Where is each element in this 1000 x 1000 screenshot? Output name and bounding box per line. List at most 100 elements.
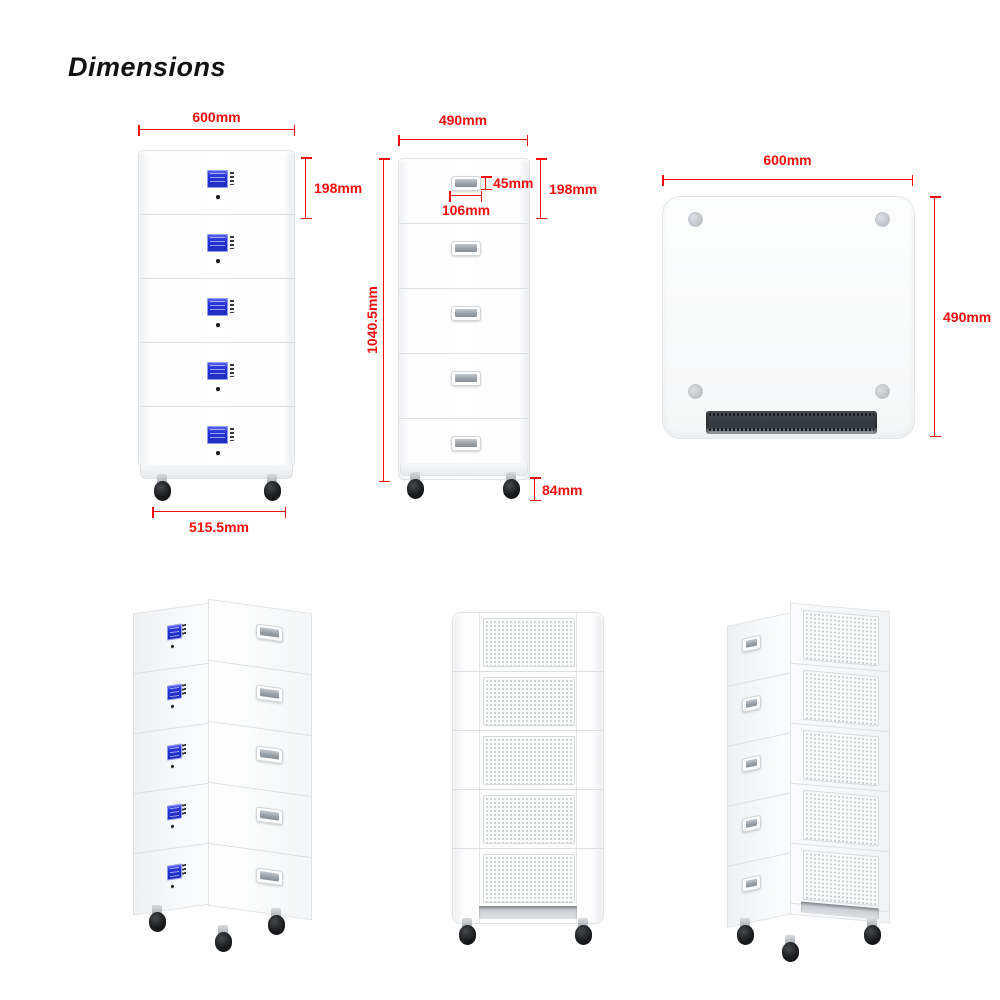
perforated-vent-panel: [803, 729, 879, 787]
battery-module: [134, 723, 209, 795]
perforated-vent-panel: [483, 618, 575, 667]
battery-module-rear: [453, 731, 603, 790]
dim-line-side-handle-height: [481, 176, 492, 190]
caster-wheel: [213, 925, 233, 952]
caster-wheel: [573, 918, 593, 945]
power-button: [171, 644, 174, 649]
power-button: [216, 323, 220, 327]
screw-hole: [688, 384, 703, 399]
power-button: [171, 824, 174, 829]
dim-line-front-width: [138, 125, 295, 136]
dim-label-side-total-height: 1040.5mm: [364, 286, 380, 354]
battery-module: [139, 343, 294, 407]
caster-wheel: [457, 918, 477, 945]
handle: [256, 684, 283, 704]
dim-label-front-width: 600mm: [192, 109, 241, 125]
battery-module-side: [728, 853, 791, 925]
perforated-vent-panel: [803, 609, 879, 667]
handle: [742, 694, 761, 713]
lcd-display: [207, 234, 228, 252]
iso-side-face: [727, 612, 792, 928]
caster-wheel: [780, 935, 800, 962]
led-indicator-strip: [182, 683, 186, 696]
battery-module: [134, 783, 209, 855]
handle: [451, 241, 481, 256]
lcd-display: [167, 803, 182, 821]
cabinet-base: [140, 465, 293, 479]
led-indicator-strip: [230, 428, 234, 441]
dim-label-front-module-height: 198mm: [314, 180, 363, 196]
dim-label-side-handle-height: 45mm: [493, 175, 534, 191]
side-rail: [576, 613, 577, 923]
power-button: [216, 451, 220, 455]
caster-wheel: [147, 905, 167, 932]
lcd-display: [167, 743, 182, 761]
led-indicator-strip: [230, 236, 234, 249]
screw-hole: [875, 384, 890, 399]
perforated-vent-panel: [483, 677, 575, 726]
battery-module-rear: [791, 663, 889, 733]
battery-module: [139, 151, 294, 215]
battery-module-side: [399, 354, 529, 419]
dim-line-top-depth: [930, 196, 941, 437]
power-button: [171, 704, 174, 709]
lcd-display: [207, 170, 228, 188]
battery-module: [139, 215, 294, 279]
base-recess: [479, 906, 577, 919]
dim-label-top-depth: 490mm: [943, 309, 992, 325]
battery-module: [134, 603, 209, 675]
iso-side-face: [208, 598, 312, 921]
dim-line-front-module-height: [301, 157, 312, 219]
caster-wheel: [862, 918, 882, 945]
lcd-display: [207, 426, 228, 444]
led-indicator-strip: [182, 623, 186, 636]
caster-wheel: [405, 472, 425, 499]
battery-module-rear: [453, 790, 603, 849]
lcd-display: [167, 683, 182, 701]
led-indicator-strip: [182, 743, 186, 756]
dim-line-side-caster-height: [530, 477, 541, 501]
dim-label-top-width: 600mm: [763, 152, 812, 168]
perforated-vent-panel: [803, 669, 879, 727]
side-rail: [479, 613, 480, 923]
battery-module-rear: [791, 723, 889, 793]
dim-line-front-wheel-track: [152, 507, 286, 518]
lcd-display: [167, 623, 182, 641]
dim-line-side-handle-width: [449, 191, 482, 202]
dim-label-side-module-height: 198mm: [549, 181, 598, 197]
power-button: [216, 259, 220, 263]
handle: [451, 306, 481, 321]
power-button: [171, 884, 174, 889]
handle: [451, 436, 481, 451]
battery-module-rear: [453, 672, 603, 731]
dim-label-side-caster-height: 84mm: [542, 482, 583, 498]
handle: [256, 745, 283, 765]
led-indicator-strip: [230, 364, 234, 377]
perforated-vent-panel: [483, 854, 575, 903]
iso-rear-face: [790, 602, 890, 924]
handle: [256, 806, 283, 826]
perforated-vent-panel: [803, 789, 879, 847]
iso-front-face: [133, 602, 210, 916]
top-panel: [662, 196, 915, 439]
dim-label-front-wheel-track: 515.5mm: [189, 519, 249, 535]
battery-module-side: [399, 159, 529, 224]
caster-wheel: [266, 908, 286, 935]
handle: [742, 634, 761, 653]
caster-wheel: [152, 474, 172, 501]
battery-module-side: [399, 224, 529, 289]
handle: [451, 176, 481, 191]
dim-label-side-depth: 490mm: [438, 112, 488, 128]
dim-line-top-width: [662, 175, 913, 186]
battery-module: [134, 844, 209, 914]
side-view-cabinet: [398, 158, 530, 480]
battery-module: [134, 663, 209, 735]
lcd-display: [207, 298, 228, 316]
dim-label-side-handle-width: 106mm: [441, 202, 491, 218]
handle: [742, 754, 761, 773]
dim-line-side-total-height: [379, 158, 390, 482]
battery-module: [139, 407, 294, 470]
battery-module-rear: [791, 783, 889, 853]
led-indicator-strip: [182, 803, 186, 816]
handle: [742, 814, 761, 833]
